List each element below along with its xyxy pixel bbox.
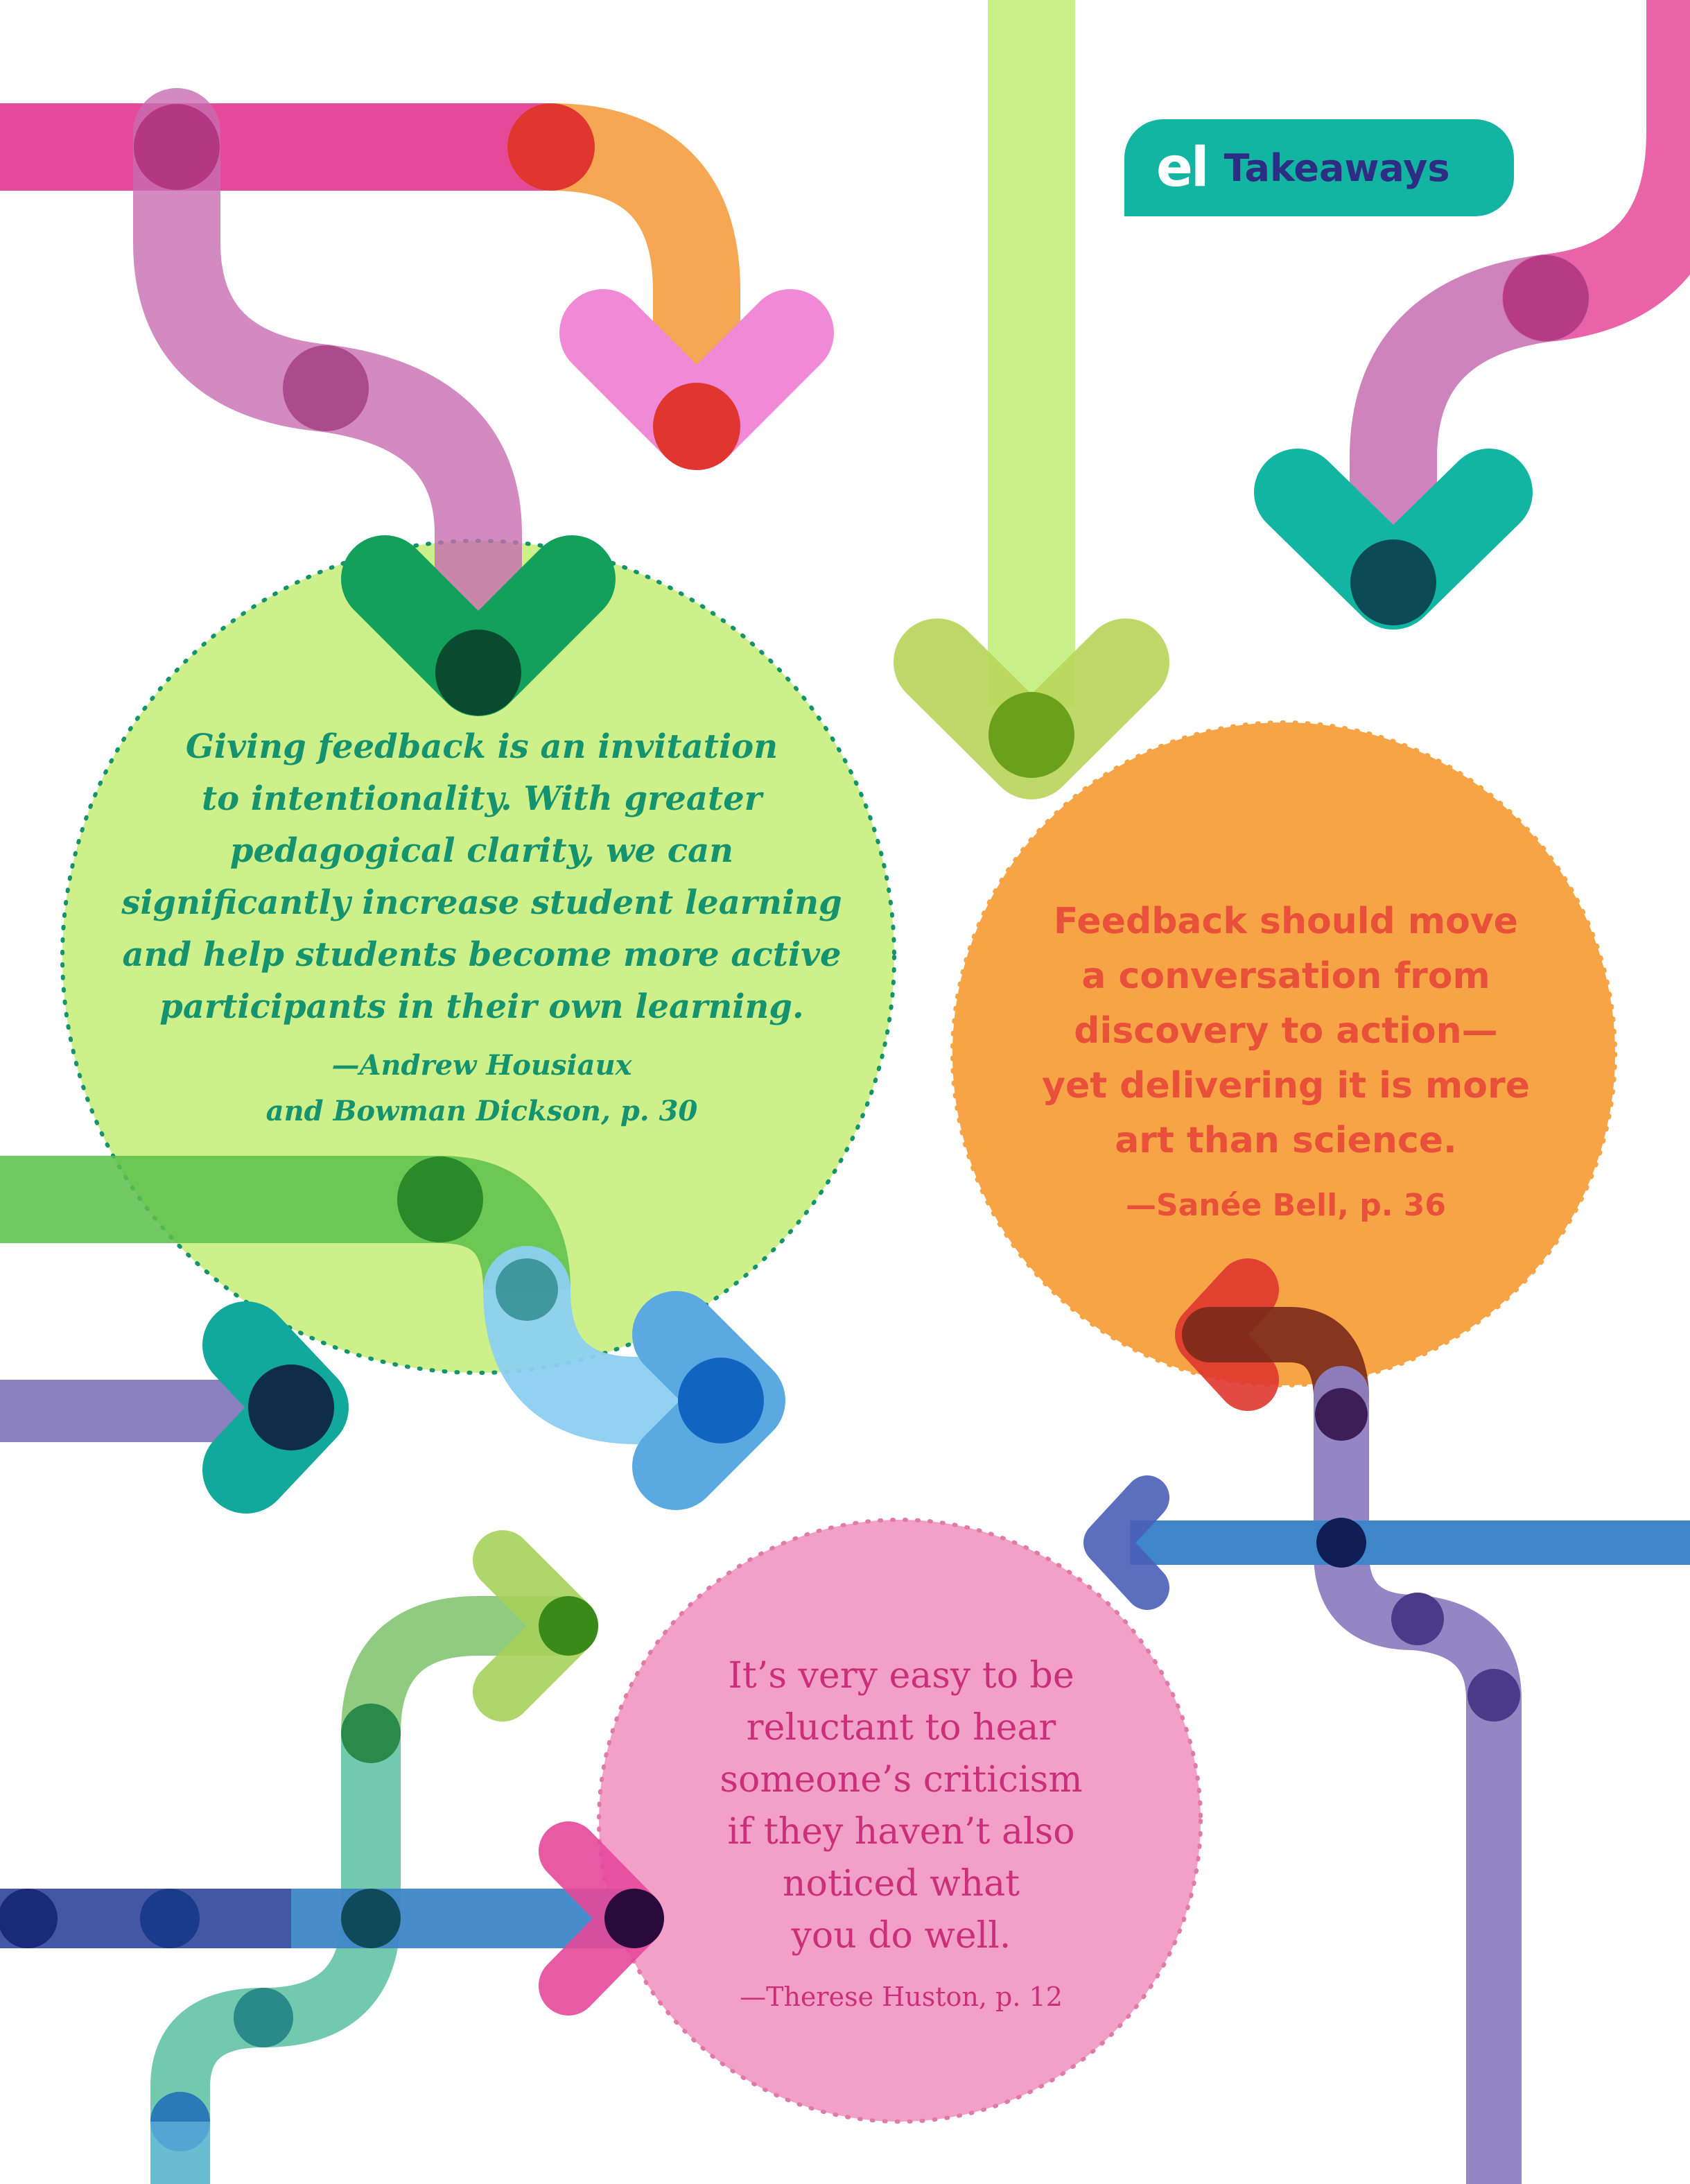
quote-housiaux-dickson: Giving feedback is an invitation to inte… (111, 721, 853, 1134)
quote-line: art than science. (1115, 1120, 1457, 1161)
attribution-line: —Therese Huston, p. 12 (740, 1982, 1063, 2012)
quote-line: someone’s criticism (720, 1759, 1083, 1801)
dark-green-joint (435, 630, 521, 716)
green-joint-lower-2 (341, 1704, 401, 1763)
quote-line: and help students become more active (122, 935, 842, 974)
quote-attribution: —Sanée Bell, p. 36 (1126, 1185, 1446, 1227)
takeaways-badge: el Takeaways (1124, 119, 1514, 216)
red-joint-chevron (653, 383, 740, 470)
quote-bell: Feedback should move a conversation from… (984, 894, 1587, 1227)
pink-bar-right (1502, 0, 1690, 342)
dark-green-joint-lower (539, 1596, 598, 1656)
teal-joint-mid (496, 1258, 558, 1321)
dark-teal-joint (1350, 539, 1436, 625)
blue-chevron-right (1083, 1475, 1169, 1610)
quote-line: reluctant to hear (746, 1707, 1056, 1749)
quote-line: discovery to action— (1074, 1010, 1498, 1052)
mauve-joint-2 (283, 345, 369, 431)
quote-huston: It’s very easy to be reluctant to hear s… (659, 1650, 1144, 2016)
mauve-joint-right (1503, 255, 1589, 341)
quote-line: yet delivering it is more (1042, 1065, 1530, 1107)
navy-joint-left (248, 1364, 334, 1450)
purple-joint-3 (1467, 1669, 1520, 1722)
quote-attribution: —Andrew Housiaux and Bowman Dickson, p. … (266, 1043, 698, 1134)
blue-joint-mid (678, 1358, 764, 1444)
navy-dot-1 (0, 1889, 58, 1948)
attribution-line: —Sanée Bell, p. 36 (1125, 1188, 1447, 1223)
navy-joint-right (1316, 1518, 1366, 1568)
purple-joint-2 (1391, 1593, 1444, 1645)
quote-text: Giving feedback is an invitation to inte… (121, 721, 842, 1033)
quote-line: Feedback should move (1054, 901, 1518, 942)
dark-plum-joint (604, 1889, 664, 1948)
quote-line: to intentionality. With greater (201, 779, 763, 818)
navy-dot-2 (140, 1889, 200, 1948)
teal-joint-lower (234, 1988, 293, 2047)
quote-line: noticed what (783, 1863, 1020, 1905)
quote-text: It’s very easy to be reluctant to hear s… (720, 1650, 1082, 1962)
quote-circle-pink (597, 1518, 1203, 2124)
quote-line: pedagogical clarity, we can (229, 831, 734, 870)
quote-circle-orange (950, 720, 1617, 1387)
badge-label: Takeaways (1223, 146, 1450, 190)
red-joint-top (507, 103, 595, 191)
quote-attribution: —Therese Huston, p. 12 (740, 1977, 1063, 2016)
attribution-line: —Andrew Housiaux (331, 1049, 632, 1082)
purple-joint-1 (1315, 1388, 1368, 1441)
mauve-joint-1 (134, 104, 220, 190)
green-joint-mid (397, 1156, 483, 1242)
quote-line: significantly increase student learning (121, 883, 842, 922)
quote-line: if they haven’t also (727, 1811, 1075, 1853)
attribution-line: and Bowman Dickson, p. 30 (265, 1095, 698, 1127)
quote-line: you do well. (791, 1915, 1011, 1957)
olive-joint (988, 692, 1074, 778)
quote-line: It’s very easy to be (728, 1655, 1074, 1697)
quote-line: a conversation from (1081, 955, 1490, 997)
el-logo: el (1156, 137, 1210, 199)
purple-vertical (1314, 1366, 1522, 2184)
quote-line: participants in their own learning. (159, 987, 804, 1026)
quote-text: Feedback should move a conversation from… (1042, 894, 1530, 1168)
quote-line: Giving feedback is an invitation (185, 727, 778, 766)
navy-dot-3 (341, 1889, 401, 1948)
